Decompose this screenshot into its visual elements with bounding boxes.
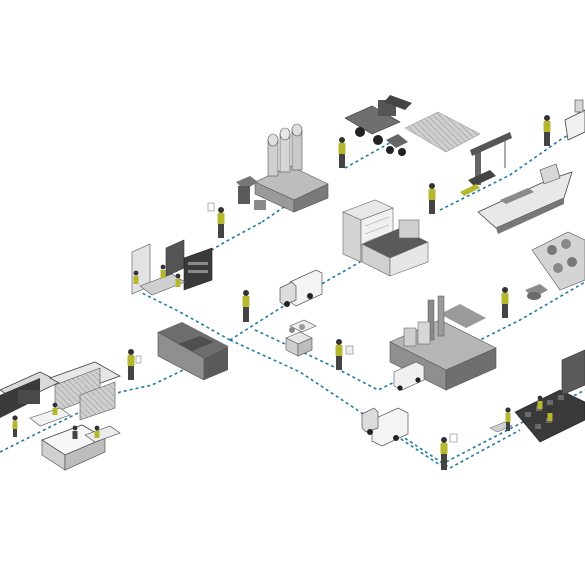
platform-icon xyxy=(564,99,585,141)
retail-store-icon xyxy=(0,361,121,471)
path-warehouse-factory xyxy=(254,281,585,391)
field-icon xyxy=(404,111,481,153)
crane-icon xyxy=(460,132,512,196)
truck-icon xyxy=(361,407,409,447)
boxes-icon xyxy=(285,319,317,357)
mine-icon xyxy=(525,231,585,300)
people-store xyxy=(12,402,100,439)
person-icon xyxy=(207,202,225,238)
lab-icon xyxy=(131,239,213,296)
person-icon xyxy=(127,349,142,380)
assembly-line-icon xyxy=(489,349,585,443)
silo-factory-icon xyxy=(236,123,329,213)
path-port-ship xyxy=(439,124,585,211)
person-icon xyxy=(440,433,458,470)
person-icon xyxy=(335,339,354,370)
path-warehouse-assembly xyxy=(229,339,585,466)
path-lab-grain xyxy=(169,221,263,276)
office-building-icon xyxy=(342,199,429,277)
person-icon xyxy=(428,183,436,214)
cargo-ship-icon xyxy=(477,163,573,234)
truck-icon xyxy=(279,269,323,307)
warehouse-icon xyxy=(157,322,228,381)
harvester-icon xyxy=(344,95,412,156)
factory-icon xyxy=(389,295,497,391)
person-icon xyxy=(338,137,346,168)
person-icon xyxy=(501,287,509,318)
path-store-warehouse xyxy=(0,361,201,453)
path-farm-ship xyxy=(344,139,396,169)
person-icon xyxy=(242,290,250,322)
path-warehouse-lab xyxy=(139,291,231,341)
path-truck-assembly xyxy=(384,424,521,469)
person-icon xyxy=(543,115,551,146)
